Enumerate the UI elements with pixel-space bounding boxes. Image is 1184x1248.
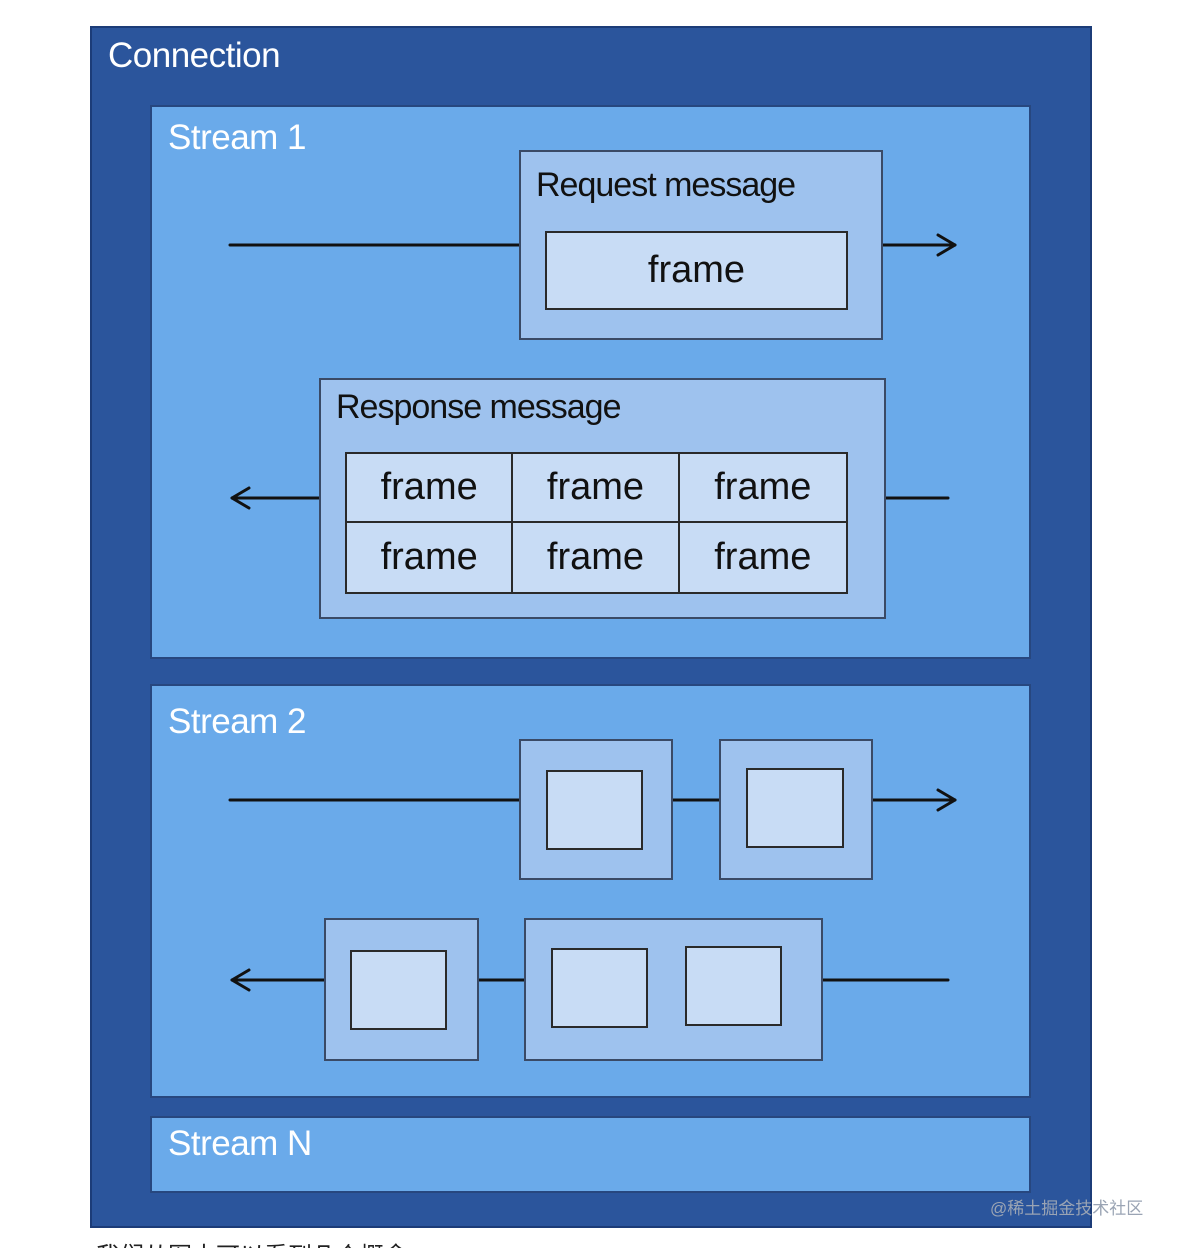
stream-n-title: Stream N xyxy=(168,1124,312,1163)
request-frame: frame xyxy=(545,231,848,310)
request-message-title: Request message xyxy=(536,166,796,204)
response-frame: frame xyxy=(347,454,514,523)
stream-2-title: Stream 2 xyxy=(168,702,307,741)
response-frame: frame xyxy=(347,523,514,592)
response-frame: frame xyxy=(513,523,680,592)
response-message-title: Response message xyxy=(336,388,622,426)
stream-1-title: Stream 1 xyxy=(168,118,307,157)
stream-2-in-arrow-head xyxy=(230,968,251,992)
stream-2-in-frame-3 xyxy=(685,946,782,1026)
stream-2-out-arrow-head xyxy=(936,788,957,812)
stream-2-out-frame-2 xyxy=(746,768,844,848)
caption-text: 我们从图中可以看到几个概念 xyxy=(96,1236,408,1248)
stream-2-in-frame-2 xyxy=(551,948,648,1028)
watermark-text: @稀土掘金技术社区 xyxy=(990,1199,1144,1218)
response-arrow-head xyxy=(230,486,251,510)
connection-title: Connection xyxy=(108,36,281,75)
stream-2-out-frame-1 xyxy=(546,770,643,850)
response-frame-grid: frame frame frame frame frame frame xyxy=(345,452,848,594)
request-arrow-head xyxy=(936,233,957,257)
response-frame: frame xyxy=(513,454,680,523)
stream-2-in-frame-1 xyxy=(350,950,447,1030)
response-frame: frame xyxy=(714,536,812,578)
response-frame: frame xyxy=(679,454,846,523)
stream-n-box xyxy=(150,1116,1031,1193)
